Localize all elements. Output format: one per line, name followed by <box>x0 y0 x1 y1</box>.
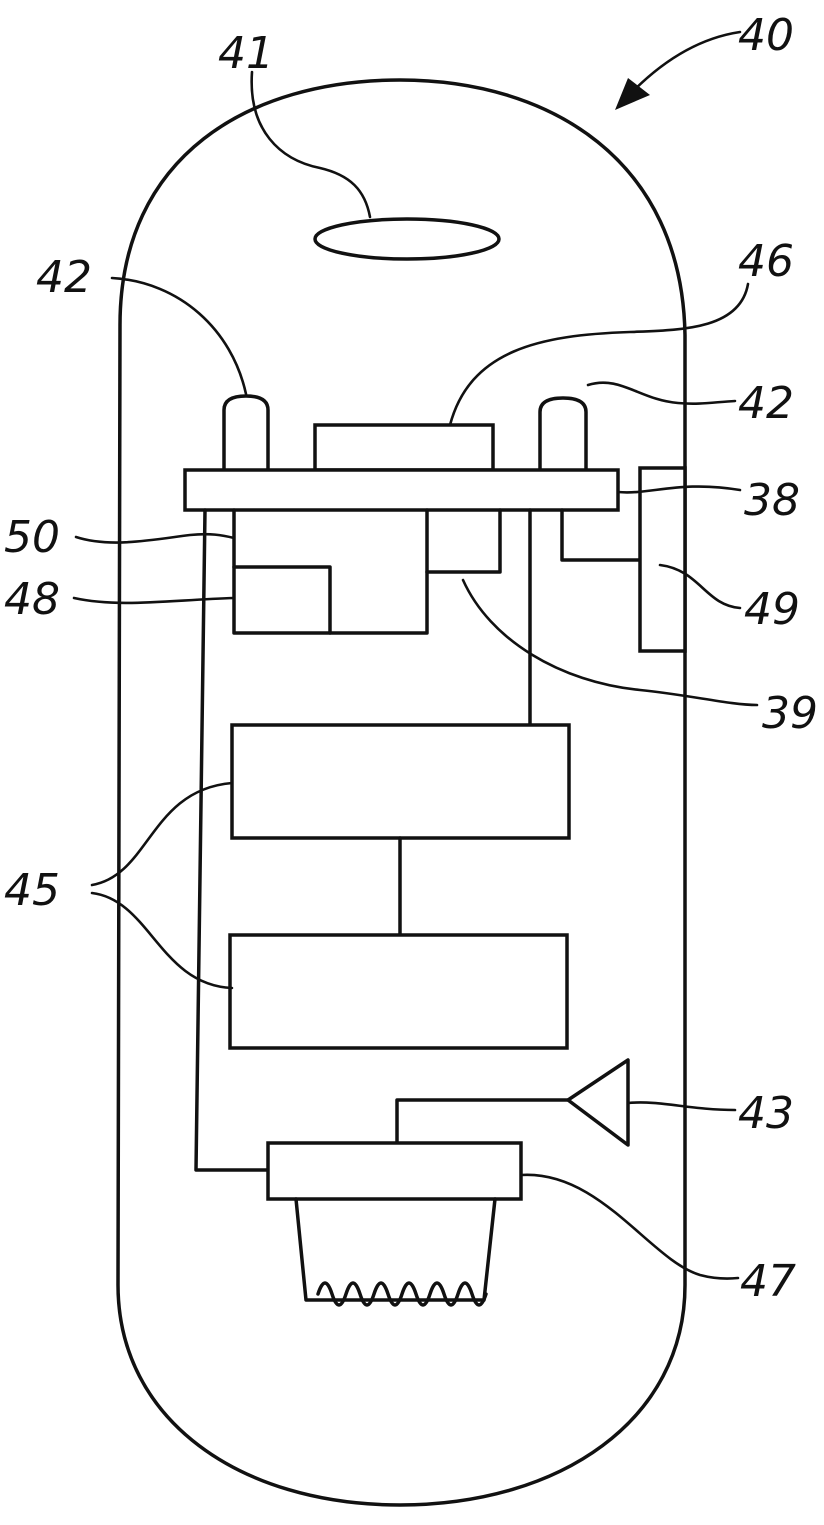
leader-39 <box>463 580 757 705</box>
leader-48 <box>74 598 234 603</box>
label-41: 41 <box>218 28 274 79</box>
leader-50 <box>76 534 234 542</box>
battery-45-lower <box>230 935 567 1048</box>
battery-45-upper <box>232 725 569 838</box>
board-38 <box>185 470 618 510</box>
label-49: 49 <box>744 584 800 635</box>
label-50: 50 <box>4 512 60 563</box>
label-40: 40 <box>738 10 794 61</box>
label-47: 47 <box>740 1256 796 1307</box>
component-49 <box>640 468 685 651</box>
label-43: 43 <box>738 1088 794 1139</box>
component-48 <box>234 567 330 633</box>
leader-41 <box>252 72 370 217</box>
transmitter-47 <box>268 1143 521 1199</box>
leader-45-upper <box>92 783 232 885</box>
wire-to-49 <box>562 510 640 560</box>
label-46: 46 <box>738 236 794 287</box>
lens-41 <box>315 219 499 259</box>
label-45: 45 <box>4 865 60 916</box>
label-48: 48 <box>4 574 60 625</box>
label-38: 38 <box>744 475 800 526</box>
leader-42-right <box>588 383 735 404</box>
arrowhead-40 <box>615 78 650 110</box>
label-42-right: 42 <box>738 378 794 429</box>
antenna-43 <box>568 1060 628 1145</box>
led-42-left <box>224 396 268 470</box>
leader-45-lower <box>92 893 232 988</box>
wire-left-rail <box>196 510 268 1170</box>
led-42-right <box>540 398 586 470</box>
component-39 <box>427 510 500 572</box>
leader-47 <box>521 1175 738 1279</box>
sensor-46 <box>315 425 493 470</box>
wire-to-43 <box>397 1100 568 1143</box>
leader-42-left <box>112 278 246 394</box>
label-39: 39 <box>762 688 818 739</box>
label-42-left: 42 <box>36 252 92 303</box>
leader-43 <box>628 1102 735 1110</box>
